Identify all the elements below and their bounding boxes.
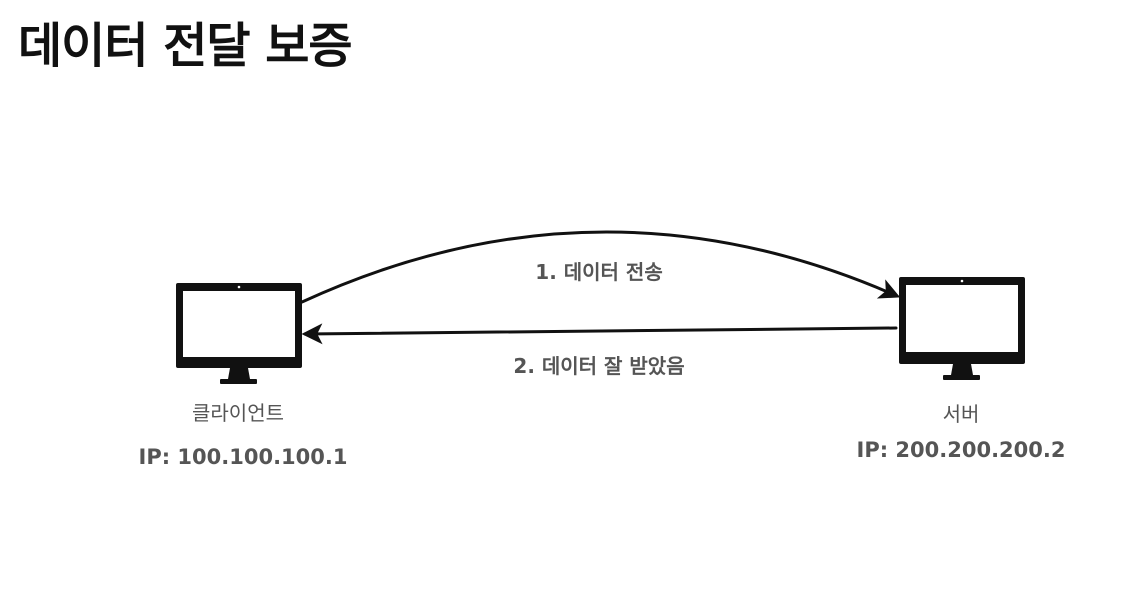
server-monitor-icon [899, 277, 1025, 380]
ack-message-label: 2. 데이터 잘 받았음 [513, 354, 685, 378]
server-ip: IP: 200.200.200.2 [856, 438, 1066, 462]
page-title: 데이터 전달 보증 [18, 18, 353, 74]
ack-arrow [301, 323, 898, 345]
client-ip: IP: 100.100.100.1 [138, 445, 348, 469]
client-name: 클라이언트 [192, 401, 284, 425]
send-message-label: 1. 데이터 전송 [535, 260, 663, 284]
client-monitor-icon [176, 283, 302, 384]
send-arrow [300, 230, 901, 304]
server-name: 서버 [942, 402, 980, 426]
